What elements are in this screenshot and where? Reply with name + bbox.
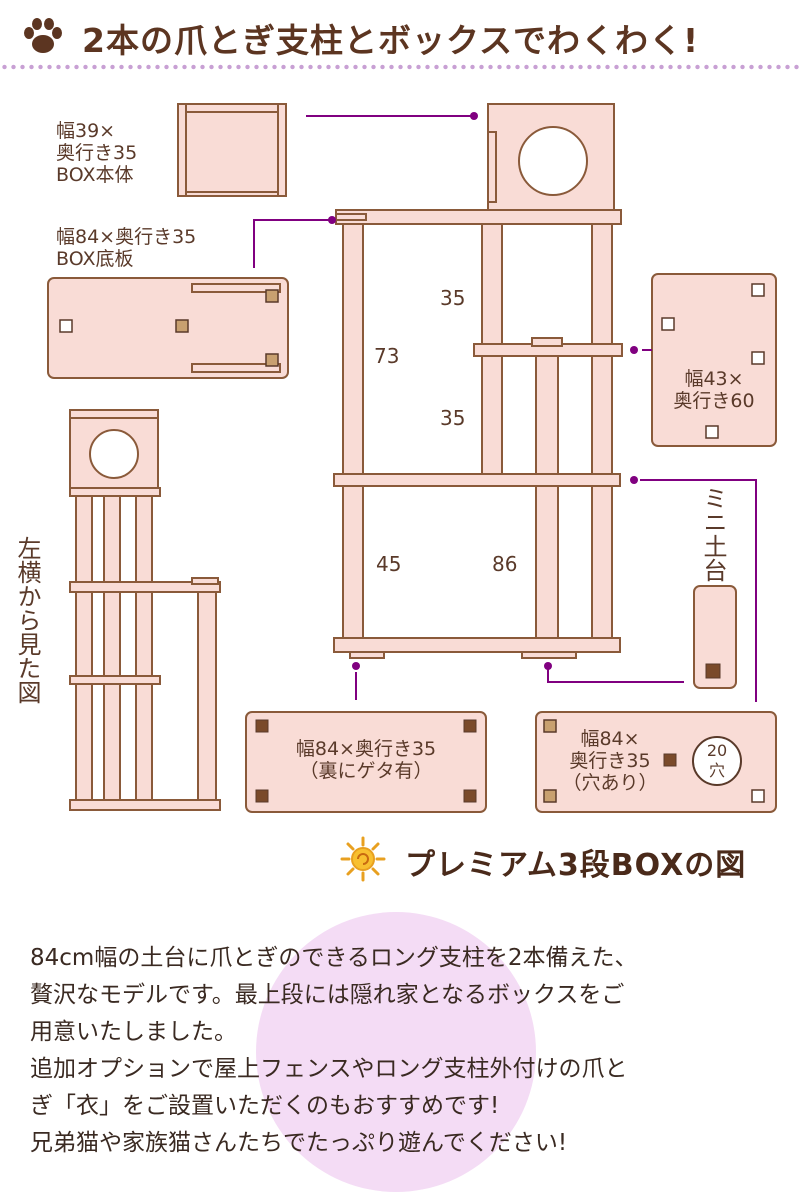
middle-board-label: 幅43× 奥行き60 [673,368,755,412]
description-line: 兄弟猫や家族猫さんたちでたっぷり遊んでください! [30,1130,568,1156]
cat-tower-diagram: .w { fill: #f9dcd6; stroke: #8a5a3a; str… [47,103,777,813]
middle-board-part [651,273,777,447]
base-board-label: 幅84×奥行き35 （裏にゲタ有） [295,738,437,782]
paw-icon [24,18,62,53]
description-highlight [256,912,536,1192]
hole-size-badge: 20 穴 [692,736,742,786]
box-bottom-label: 幅84×奥行き35 BOX底板 [56,226,197,270]
base-board-part [245,711,487,813]
dimension-35-mid: 35 [440,406,466,430]
box-body-part [177,103,287,197]
diagram-caption: プレミアム3段BOXの図 [405,848,747,883]
box-bottom-board [47,277,289,379]
dimension-45: 45 [376,552,402,576]
tower-side-view [69,409,221,811]
description-line: 贅沢なモデルです。最上段には隠れ家となるボックスをご [30,982,625,1008]
hole-size-text: 20 穴 [706,741,728,780]
header: 2本の爪とぎ支柱とボックスでわくわく! [0,0,800,72]
dimension-73: 73 [374,344,400,368]
connector-lines [253,112,757,702]
page-title: 2本の爪とぎ支柱とボックスでわくわく! [82,21,700,60]
dimension-35-top: 35 [440,286,466,310]
description-line: 84cm幅の土台に爪とぎのできるロング支柱を2本備えた、 [30,945,638,971]
description-line: ぎ「衣」をご設置いただくのもおすすめです! [30,1093,500,1119]
description-line: 用意いたしました。 [30,1019,237,1045]
mini-base-label: ミニ土台 [699,486,727,582]
product-description: 84cm幅の土台に爪とぎのできるロング支柱を2本備えた、 贅沢なモデルです。最上… [30,940,790,1162]
box-body-label: 幅39× 奥行き35 BOX本体 [56,120,138,186]
dimension-86: 86 [492,552,518,576]
description-line: 追加オプションで屋上フェンスやロング支柱外付けの爪と [30,1056,628,1082]
sun-icon [340,836,386,882]
side-view-label: 左横から見た図 [13,536,41,704]
mini-base-part [693,585,737,689]
tower-front-view [333,103,623,659]
top-board-label: 幅84× 奥行き35 （穴あり） [562,728,658,794]
dotted-divider [0,64,800,70]
